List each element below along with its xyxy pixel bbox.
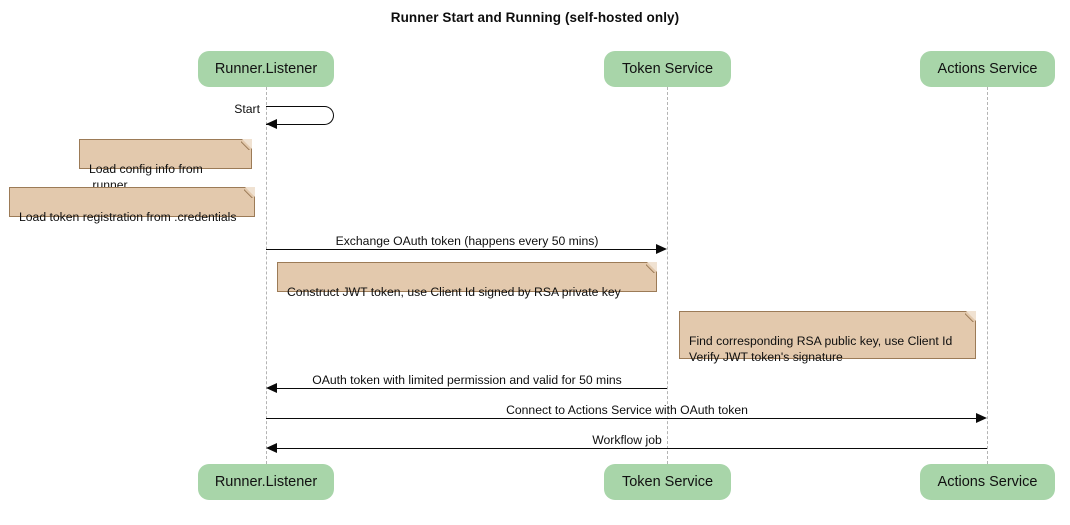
message-label-start: Start (234, 102, 260, 116)
note-text: Construct JWT token, use Client Id signe… (287, 285, 621, 299)
message-label-exchange-oauth-token: Exchange OAuth token (happens every 50 m… (335, 234, 599, 248)
message-arrowhead-exchange-oauth-token (656, 244, 667, 254)
page-title: Runner Start and Running (self-hosted on… (390, 10, 680, 25)
participant-label: Runner.Listener (214, 61, 318, 77)
participant-actions-service-top[interactable]: Actions Service (920, 51, 1055, 87)
participant-label: Runner.Listener (214, 474, 318, 490)
participant-actions-service-bottom[interactable]: Actions Service (920, 464, 1055, 500)
note-load-config: Load config info from .runner (79, 139, 252, 192)
participant-label: Actions Service (937, 61, 1038, 77)
message-arrowhead-oauth-token-response (266, 383, 277, 393)
note-construct-jwt: Construct JWT token, use Client Id signe… (277, 262, 657, 299)
message-label-oauth-token-response: OAuth token with limited permission and … (312, 373, 622, 387)
participant-label: Actions Service (937, 474, 1038, 490)
participant-token-service-bottom[interactable]: Token Service (604, 464, 731, 500)
note-fold-edge-icon (965, 311, 976, 322)
note-text: Load config info from .runner (89, 162, 203, 192)
lifeline-runner (266, 87, 267, 464)
message-arrowhead-start (266, 119, 277, 129)
note-text: Load token registration from .credential… (19, 210, 237, 224)
note-load-token-registration: Load token registration from .credential… (9, 187, 255, 224)
message-arrowhead-connect-to-actions-service (976, 413, 987, 423)
participant-label: Token Service (621, 61, 714, 77)
participant-token-service-top[interactable]: Token Service (604, 51, 731, 87)
message-arrowhead-workflow-job (266, 443, 277, 453)
note-fold-edge-icon (646, 262, 657, 273)
message-line-workflow-job (277, 448, 987, 449)
message-line-exchange-oauth-token (266, 249, 656, 250)
lifeline-actions (987, 87, 988, 464)
note-text: Find corresponding RSA public key, use C… (689, 334, 953, 364)
note-verify-jwt: Find corresponding RSA public key, use C… (679, 311, 976, 364)
participant-label: Token Service (621, 474, 714, 490)
note-fold-edge-icon (244, 187, 255, 198)
participant-runner-listener-top[interactable]: Runner.Listener (198, 51, 334, 87)
note-fold-edge-icon (241, 139, 252, 150)
message-label-workflow-job: Workflow job (592, 433, 662, 447)
message-line-connect-to-actions-service (266, 418, 976, 419)
participant-runner-listener-bottom[interactable]: Runner.Listener (198, 464, 334, 500)
message-line-oauth-token-response (277, 388, 667, 389)
message-self-loop-start (266, 106, 334, 125)
lifeline-token (667, 87, 668, 464)
message-label-connect-to-actions-service: Connect to Actions Service with OAuth to… (506, 403, 748, 417)
